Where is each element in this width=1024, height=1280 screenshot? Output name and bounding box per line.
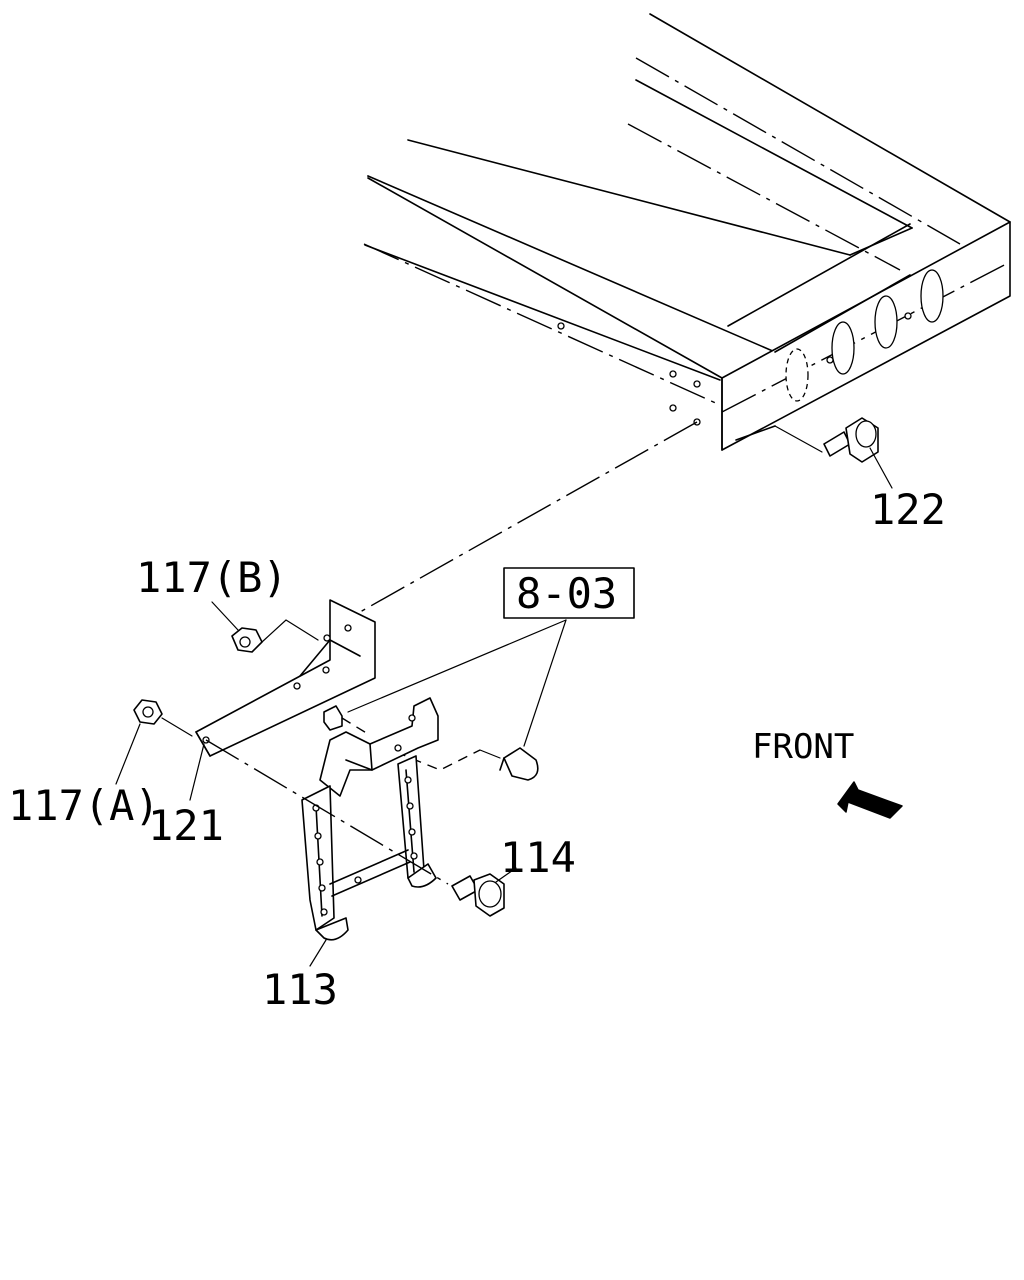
- clip-part: [323, 705, 369, 735]
- label-114: 114: [500, 833, 576, 882]
- nut-117a: [115, 699, 193, 785]
- bolt-122: [774, 417, 893, 489]
- ref-box-label: 8-03: [516, 569, 617, 618]
- alignment-line-121: [359, 421, 698, 613]
- bracket-113: [301, 697, 439, 967]
- label-117a: 117(A): [8, 781, 160, 830]
- label-113: 113: [262, 965, 338, 1014]
- nut-117b: [211, 601, 319, 653]
- grommet-part: [395, 747, 539, 781]
- ref-box-8-03: [347, 567, 635, 747]
- label-121: 121: [148, 801, 224, 850]
- label-122: 122: [870, 485, 946, 534]
- frame-rail: [363, 13, 1011, 451]
- front-label: FRONT: [752, 727, 854, 767]
- arrow-up-left-icon: [837, 781, 903, 819]
- bolt-114: [451, 867, 517, 917]
- alignment-line-114: [205, 739, 449, 885]
- label-117b: 117(B): [136, 553, 288, 602]
- bracket-121: [189, 599, 376, 801]
